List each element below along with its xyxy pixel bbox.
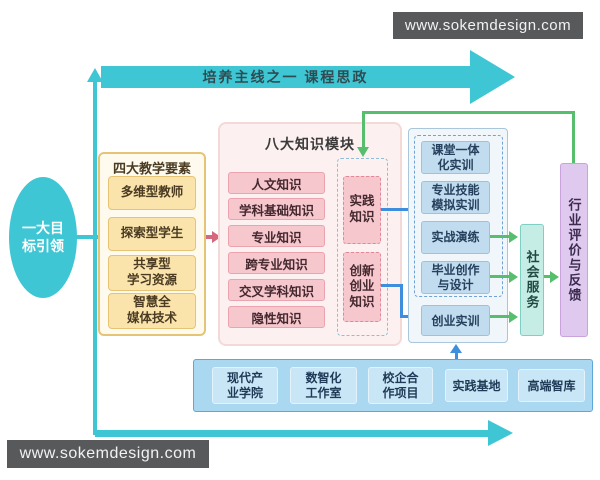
arrow-right-icon [470, 50, 515, 104]
feedback-loop-connector [362, 111, 575, 114]
bottom-line-connector [95, 430, 488, 437]
feedback-loop-connector [362, 111, 365, 149]
training-item: 课堂一体 化实训 [421, 141, 490, 174]
training-to-service-connector [490, 235, 510, 238]
knowledge-item: 学科基础知识 [228, 198, 325, 220]
knowledge-item: 隐性知识 [228, 306, 325, 328]
feedback-loop-connector [572, 113, 575, 163]
arrow-right-icon [509, 311, 518, 323]
innovation-to-training-connector [400, 315, 413, 318]
teaching-elements-title: 四大教学要素 [112, 160, 191, 176]
arrow-right-icon [509, 231, 518, 243]
entrepreneurship-training-box: 创业实训 [421, 305, 490, 336]
training-dashed-group [414, 135, 503, 297]
main-line-banner-label: 培养主线之一 课程思政 [202, 69, 369, 85]
training-to-service-connector [490, 275, 510, 278]
knowledge-item: 交叉学科知识 [228, 279, 325, 301]
arrow-right-icon [488, 420, 513, 446]
teaching-item: 多维型教师 [108, 176, 196, 210]
social-service-box: 社会服务 [520, 224, 544, 336]
goal-ellipse: 一大目 标引领 [9, 177, 77, 298]
arrow-right-icon [212, 231, 221, 243]
platform-item: 实践基地 [445, 369, 508, 402]
teaching-item: 探索型学生 [108, 217, 196, 251]
teaching-item: 智慧全 媒体技术 [108, 293, 196, 329]
arrow-down-icon [357, 147, 369, 157]
knowledge-item: 人文知识 [228, 172, 325, 194]
platform-item: 校企合 作项目 [368, 367, 433, 404]
training-item: 实战演练 [421, 221, 490, 254]
practice-to-training-connector [381, 208, 414, 211]
watermark-bottom: www.sokemdesign.com [7, 440, 209, 468]
goal-connector [75, 235, 98, 239]
training-item: 专业技能 模拟实训 [421, 181, 490, 214]
arrow-up-icon [450, 344, 462, 353]
arrow-right-icon [550, 271, 559, 283]
innovation-to-training-connector [381, 284, 403, 287]
innovation-knowledge-box: 创新 创业 知识 [343, 252, 381, 322]
industry-feedback-box: 行业评价与反馈 [560, 163, 588, 337]
practice-knowledge-box: 实践 知识 [343, 176, 381, 244]
platform-item: 数智化 工作室 [290, 367, 357, 404]
teaching-to-knowledge-connector [206, 235, 214, 239]
applied-knowledge-dashed-group [337, 158, 388, 336]
training-item: 毕业创作 与设计 [421, 261, 490, 294]
knowledge-modules-title: 八大知识模块 [265, 136, 355, 152]
innovation-to-training-connector [400, 284, 403, 318]
knowledge-item: 专业知识 [228, 225, 325, 247]
teaching-item: 共享型 学习资源 [108, 255, 196, 291]
watermark-top: www.sokemdesign.com [393, 12, 583, 39]
main-line-vertical-connector [93, 80, 97, 435]
platform-item: 高端智库 [518, 369, 585, 402]
knowledge-item: 跨专业知识 [228, 252, 325, 274]
platform-item: 现代产 业学院 [212, 367, 278, 404]
training-to-service-connector [490, 315, 510, 318]
main-line-banner: 培养主线之一 课程思政 [101, 66, 470, 88]
service-to-feedback-connector [543, 275, 551, 278]
platform-to-training-connector [455, 352, 458, 362]
arrow-right-icon [509, 271, 518, 283]
arrow-up-icon [87, 68, 103, 82]
